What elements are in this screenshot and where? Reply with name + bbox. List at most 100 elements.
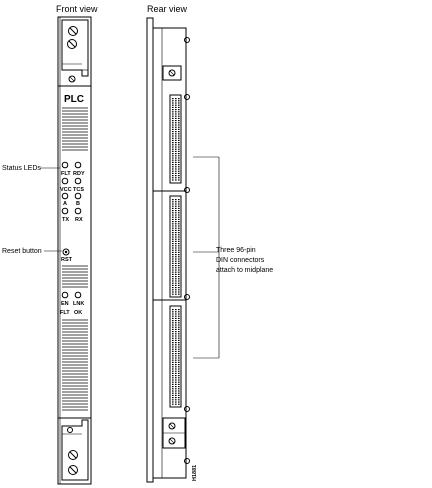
connector-pin [175,311,177,313]
connector-pin [172,216,174,218]
connector-pin [172,291,174,293]
connector-pin [178,324,180,326]
connector-pin [178,348,180,350]
connector-pin [175,172,177,174]
connector-pin [175,249,177,251]
connector-pin [172,144,174,146]
connector-pin [172,117,174,119]
connector-pin [172,322,174,324]
connector-pin [172,100,174,102]
connector-pin [172,280,174,282]
connector-pin [178,375,180,377]
faceplate-title: PLC [64,94,84,105]
connector-pin [178,273,180,275]
connector-pin [172,335,174,337]
connector-pin [175,287,177,289]
vent-slots-middle [62,265,88,288]
connector-pin [172,337,174,339]
led-tcs [74,177,82,185]
connector-pin [172,350,174,352]
connector-pin [175,337,177,339]
connector-pin [178,333,180,335]
connector-pin [175,392,177,394]
status-leds-label: Status LEDs [2,165,41,172]
connector-pin [175,324,177,326]
connector-pin [172,124,174,126]
connector-pin [172,269,174,271]
connector-pin [172,221,174,223]
connector-pin [172,229,174,231]
led-rdy [74,161,82,169]
connector-pin [178,392,180,394]
connector-pin [178,150,180,152]
connector-pin [175,100,177,102]
reset-button[interactable]: RST [61,248,73,263]
connector-pin [178,113,180,115]
connector-pin [175,260,177,262]
connector-pin [178,370,180,372]
connector-pin [178,247,180,249]
connector-pin [178,403,180,405]
connector-pin [178,212,180,214]
connector-pin [178,278,180,280]
connector-pin [178,126,180,128]
connector-pin [172,313,174,315]
connector-pin [178,120,180,122]
connector-pin [172,227,174,229]
connector-pin [172,175,174,177]
bottom-bracket [162,417,186,449]
connector-pin [172,377,174,379]
connector-pin [175,126,177,128]
connector-pin [175,254,177,256]
connector-pin [175,115,177,117]
connector-pin [175,203,177,205]
connector-pin [178,106,180,108]
connector-pin [172,394,174,396]
connector-pin [175,232,177,234]
connector-pin [178,207,180,209]
connector-pin [178,366,180,368]
rear-view: H1881 [146,17,198,483]
connector-pin [175,210,177,212]
connector-pin [175,328,177,330]
connector-pin [178,214,180,216]
connector-pin [172,157,174,159]
led-label-vcc: VCC [60,187,72,193]
connector-pin [178,361,180,363]
reset-button-callout: Reset button [2,248,62,255]
connector-pin [178,133,180,135]
connector-pin [175,201,177,203]
connector-pin [178,328,180,330]
connector-pin [175,247,177,249]
led-rx [74,207,82,215]
connector-pin [178,344,180,346]
connector-pin [178,124,180,126]
connector-pin [172,212,174,214]
connector-pin [175,359,177,361]
connector-pin [175,227,177,229]
rear-faceplate-edge [146,17,154,483]
connector-pin [178,394,180,396]
connector-pin [172,388,174,390]
connector-pin [178,135,180,137]
connector-pin [175,390,177,392]
connector-pin [178,381,180,383]
connector-pin [172,153,174,155]
connector-pin [175,333,177,335]
connector-pin [175,142,177,144]
connector-pin [175,104,177,106]
connector-pin [178,388,180,390]
connector-pin [172,223,174,225]
connector-pin [172,251,174,253]
connector-pin [178,357,180,359]
connector-pin [178,179,180,181]
connector-pin [175,267,177,269]
led-label-en: EN [61,301,69,307]
connector-pin [172,135,174,137]
connector-pin [172,161,174,163]
connector-pin [175,157,177,159]
connector-pin [175,309,177,311]
connector-pin [172,106,174,108]
connector-pin [175,368,177,370]
